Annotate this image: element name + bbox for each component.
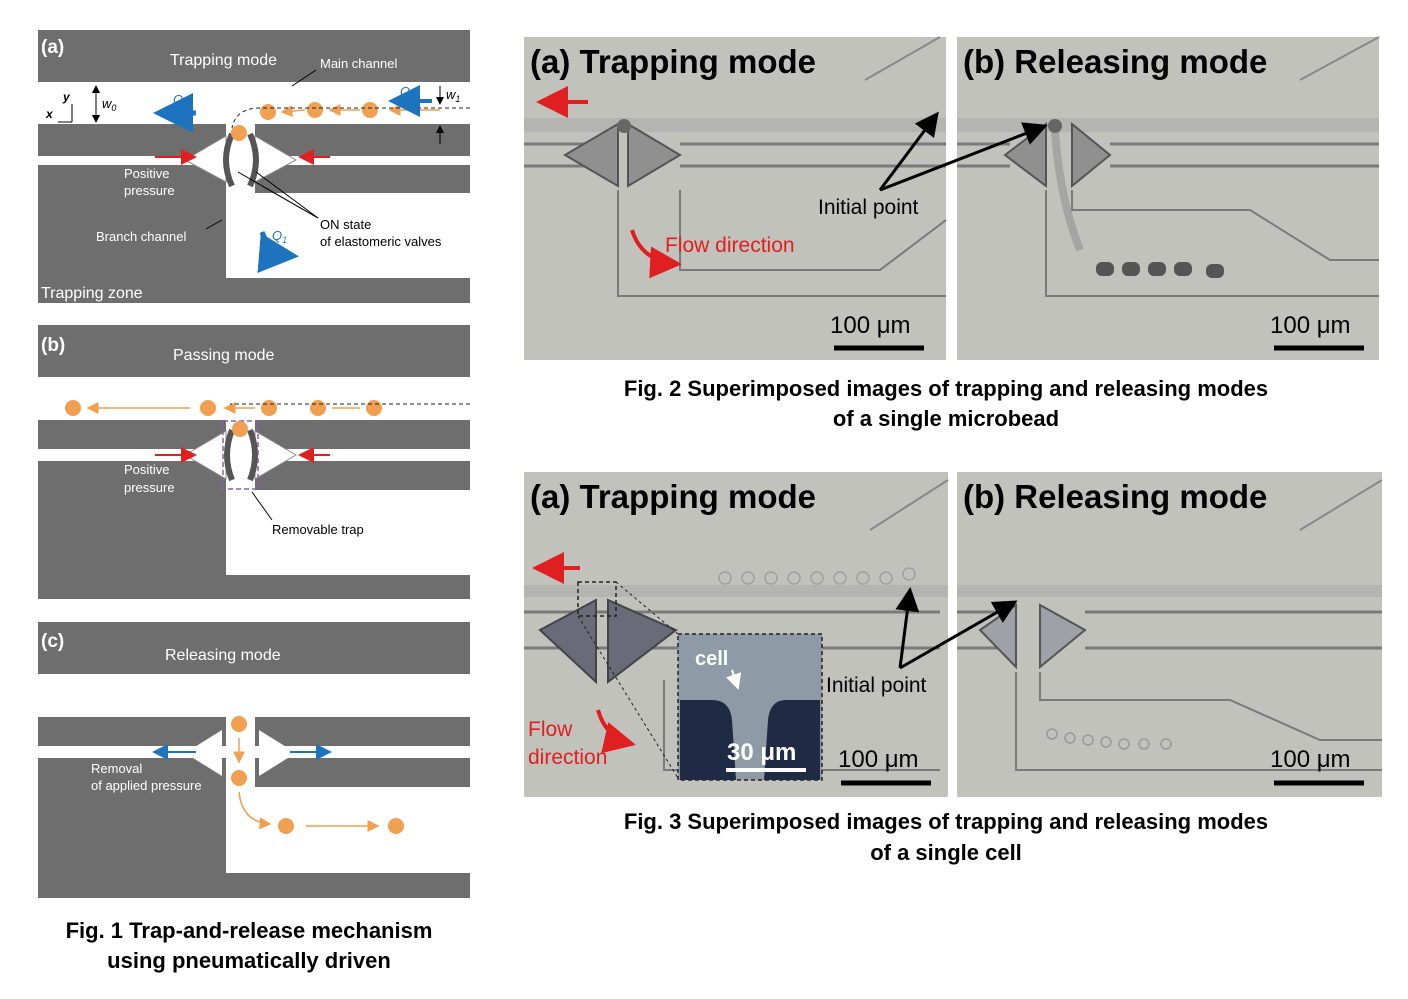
panel-letter: (c) xyxy=(41,631,64,652)
on-state-label: of elastomeric valves xyxy=(320,234,442,249)
fig1-caption: using pneumatically driven xyxy=(107,948,391,973)
photo-title: (a) Trapping mode xyxy=(530,43,816,80)
channel-wall xyxy=(226,278,470,303)
axis-y-label: y xyxy=(62,90,71,104)
scale-bar-label: 100 μm xyxy=(1270,312,1351,339)
bead xyxy=(231,125,247,141)
positive-pressure-label: Positive xyxy=(124,462,170,477)
mode-title: Passing mode xyxy=(173,347,274,364)
fig2-photo-a: (a) Trapping mode Flow direction 100 μm xyxy=(524,36,947,360)
w0-label: w0 xyxy=(102,96,116,113)
positive-pressure-label: Positive xyxy=(124,166,170,181)
fig1-panel-c: (c) Releasing mode Removal of applied pr… xyxy=(38,622,470,898)
cell-label: cell xyxy=(695,648,728,670)
axis-x-label: x xyxy=(45,107,54,121)
mode-title: Trapping mode xyxy=(170,52,277,69)
initial-point-label: Initial point xyxy=(826,674,927,697)
fig2-photo-b: (b) Releasing mode 100 μm xyxy=(879,36,1380,360)
scale-bar-label: 100 μm xyxy=(1270,746,1351,773)
fig3-caption: of a single cell xyxy=(870,840,1022,865)
removal-label: of applied pressure xyxy=(91,778,202,793)
branch-channel-label: Branch channel xyxy=(96,229,186,244)
fig1-panel-b: (b) Passing mode Positive pressure Remov… xyxy=(38,325,470,599)
q0-label: Q0 xyxy=(400,84,415,101)
positive-pressure-label: pressure xyxy=(124,183,175,198)
bead xyxy=(260,104,276,120)
fig2-caption: of a single microbead xyxy=(833,406,1059,431)
fig3-caption: Fig. 3 Superimposed images of trapping a… xyxy=(624,809,1268,834)
photo-title: (a) Trapping mode xyxy=(530,478,816,515)
panel-letter: (a) xyxy=(41,37,64,58)
fig1-panel-a: (a) Trapping mode Main channel Q0 Q2 Q1 … xyxy=(38,30,470,303)
panel-letter: (b) xyxy=(41,335,65,356)
bead xyxy=(231,716,247,732)
photo-title: (b) Releasing mode xyxy=(963,478,1267,515)
scale-bar-label: 100 μm xyxy=(838,746,919,773)
channel-wall xyxy=(38,165,226,303)
channel-wall xyxy=(38,30,470,82)
flow-direction-label: Flow direction xyxy=(665,234,795,257)
elastomeric-valve xyxy=(223,132,235,188)
initial-point-label: Initial point xyxy=(818,196,919,219)
w1-label: w1 xyxy=(446,87,460,104)
removal-label: Removal xyxy=(91,761,142,776)
trapping-zone-label: Trapping zone xyxy=(41,285,143,302)
bead xyxy=(307,102,323,118)
bead xyxy=(232,421,248,437)
bead xyxy=(65,400,81,416)
fig1-caption: Fig. 1 Trap-and-release mechanism xyxy=(66,918,433,943)
channel-wall xyxy=(255,165,470,193)
bead xyxy=(362,102,378,118)
inset-scale-label: 30 μm xyxy=(727,739,796,766)
elastomeric-valve xyxy=(247,132,259,188)
on-state-label: ON state xyxy=(320,217,371,232)
main-channel-label: Main channel xyxy=(320,56,397,71)
fig2-caption: Fig. 2 Superimposed images of trapping a… xyxy=(624,376,1268,401)
fig3-photo-b: (b) Releasing mode 100 μm xyxy=(899,472,1383,797)
bead xyxy=(310,400,326,416)
bead xyxy=(231,770,247,786)
q1-label: Q1 xyxy=(272,228,287,245)
flow-direction-label: Flow xyxy=(528,718,573,741)
photo-title: (b) Releasing mode xyxy=(963,43,1267,80)
bead xyxy=(200,400,216,416)
flow-direction-label: direction xyxy=(528,746,607,769)
fig3-photo-a: (a) Trapping mode Flow direction cell 30… xyxy=(524,472,949,797)
scale-bar-label: 100 μm xyxy=(830,312,911,339)
removable-trap-label: Removable trap xyxy=(272,522,364,537)
bead xyxy=(388,818,404,834)
q2-label: Q2 xyxy=(173,92,188,109)
positive-pressure-label: pressure xyxy=(124,480,175,495)
bead xyxy=(366,400,382,416)
removable-trap-box xyxy=(222,420,259,490)
mode-title: Releasing mode xyxy=(165,647,281,664)
bead xyxy=(261,400,277,416)
bead xyxy=(278,818,294,834)
